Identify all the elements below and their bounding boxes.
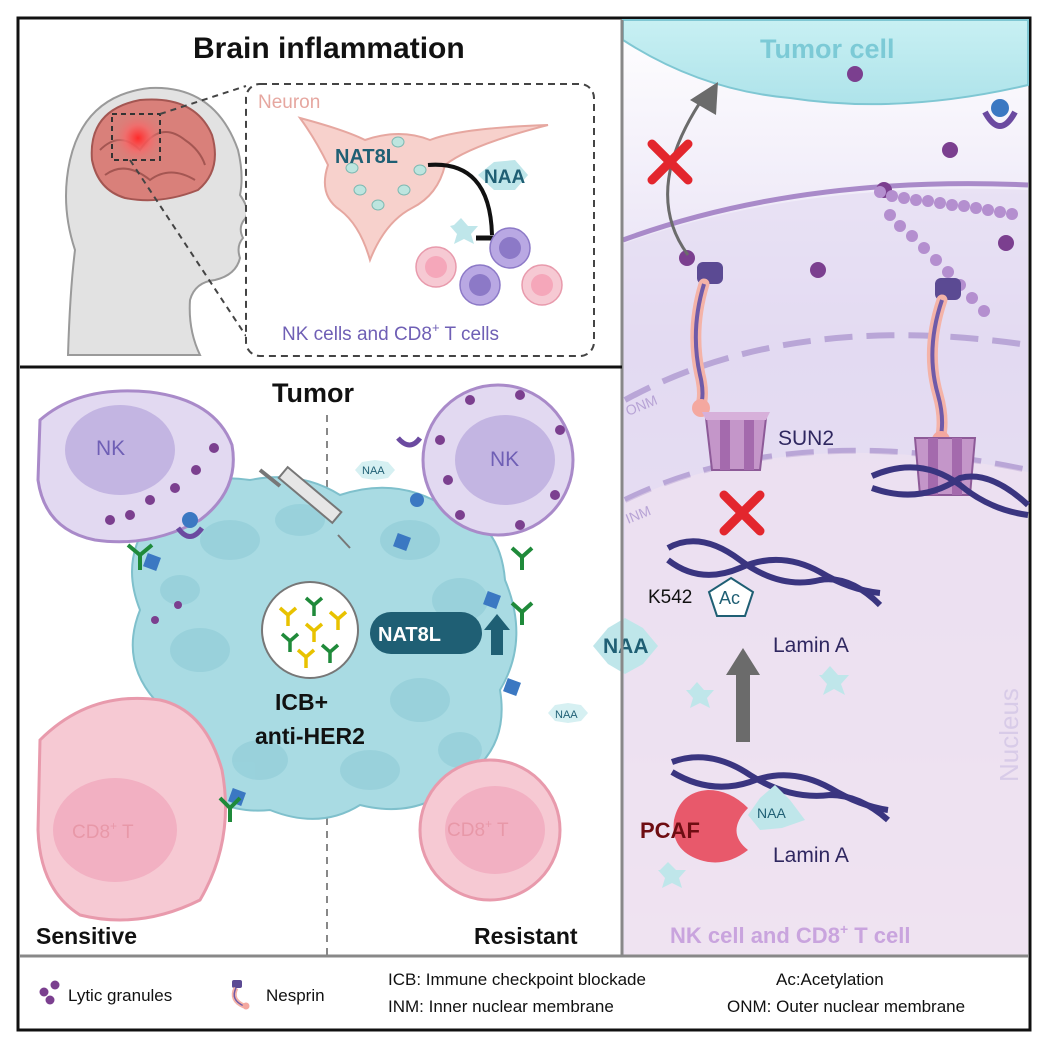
syringe-icon xyxy=(258,465,351,549)
legend: Lytic granules Nesprin ICB: Immune check… xyxy=(39,970,965,1016)
inhibition-arrow-icon xyxy=(427,162,494,236)
drug-bubble-icon xyxy=(261,581,359,679)
pcaf-label: PCAF xyxy=(640,818,700,843)
nk-right-label: NK xyxy=(490,448,519,471)
nesprin-left-icon xyxy=(690,262,723,417)
sun2-protein-icon xyxy=(702,412,770,471)
immune-receptors-icon xyxy=(143,436,521,806)
legend-icb: ICB: Immune checkpoint blockade xyxy=(388,970,646,989)
nat8l-up-arrow-icon xyxy=(484,614,510,655)
brain-title: Brain inflammation xyxy=(193,32,465,65)
nk-cd8-cell-label: NK cell and CD8+ T cell xyxy=(670,921,910,948)
k542-label: K542 xyxy=(648,587,692,608)
lamin-a-bottom-label: Lamin A xyxy=(773,844,849,867)
naa-small-label-2: NAA xyxy=(555,709,578,721)
legend-nesprin: Nesprin xyxy=(266,986,325,1005)
neuron-granules-icon xyxy=(345,136,427,211)
pcaf-enzyme-icon xyxy=(673,790,748,863)
lamin-a-helix-top-icon xyxy=(666,538,883,608)
naa-mechanism-label: NAA xyxy=(757,805,786,821)
tumor-panel: Tumor NK NK NAA NAA NAT8L NAA ICB+ anti-… xyxy=(20,368,658,955)
tumor-title: Tumor xyxy=(272,378,354,408)
mechanism-panel: Tumor cell ONM INM SUN2 K542 Ac Lamin A … xyxy=(622,19,1031,955)
inflammation-spot-icon xyxy=(112,112,164,164)
naa-small-star-2-icon xyxy=(548,703,588,723)
nesprin-legend-icon xyxy=(231,980,250,1010)
resistant-label: Resistant xyxy=(474,923,578,949)
legend-inm: INM: Inner nuclear membrane xyxy=(388,997,614,1016)
cd8-right-label: CD8+ T xyxy=(447,817,509,841)
brain-panel: Brain inflammation Neuron NAT8L NAA NK c… xyxy=(20,20,622,366)
legend-onm: ONM: Outer nuclear membrane xyxy=(727,997,965,1016)
naa-small-label-1: NAA xyxy=(362,465,385,477)
acetyl-pentagon-icon xyxy=(707,576,755,617)
cd8-left-label: CD8+ T xyxy=(72,819,134,843)
naa-stars-icon xyxy=(658,666,849,888)
sensitive-label: Sensitive xyxy=(36,923,137,949)
antibodies-icon xyxy=(126,543,534,822)
treatment-line1: ICB+ xyxy=(275,689,328,715)
cd8-t-cell-left-icon xyxy=(36,696,227,922)
nucleus-label: Nucleus xyxy=(994,688,1024,782)
tumor-cell-label: Tumor cell xyxy=(760,34,895,64)
lytic-granules-icon xyxy=(39,980,60,1005)
neuron-label: Neuron xyxy=(258,92,320,113)
nat8l-pill xyxy=(370,612,482,654)
legend-ac: Ac:Acetylation xyxy=(776,970,884,989)
lamin-a-top-label: Lamin A xyxy=(773,634,849,657)
sun2-blocked-x-icon xyxy=(719,490,765,536)
nk-cd8-label: NK cells and CD8+ T cells xyxy=(282,320,499,345)
naa-big-label: NAA xyxy=(603,635,649,658)
naa-star-neuron-icon xyxy=(450,218,478,244)
lamin-a-helix-bottom-icon xyxy=(670,754,890,823)
lamin-a-helix-right-icon xyxy=(870,464,1031,518)
acetylation-arrow-icon xyxy=(726,648,760,742)
nk-cell-right-icon xyxy=(421,383,575,537)
neuron-icon xyxy=(297,116,549,264)
blocked-arrow-head xyxy=(690,82,718,115)
treatment-line2: anti-HER2 xyxy=(255,723,365,749)
naa-small-star-1-icon xyxy=(355,460,395,480)
sun2-label: SUN2 xyxy=(778,427,834,450)
nk-left-label: NK xyxy=(96,437,125,460)
naa-brain-label: NAA xyxy=(484,167,525,188)
nat8l-tumor-label: NAT8L xyxy=(378,624,441,646)
blocked-secretion-x-icon xyxy=(647,139,693,185)
tumor-cells-texture xyxy=(160,504,488,790)
onm-membrane xyxy=(623,332,1029,403)
drug-antibodies-icon xyxy=(278,596,348,668)
ac-label: Ac xyxy=(719,588,740,608)
nat8l-brain-label: NAT8L xyxy=(335,146,398,168)
naa-big-star-icon xyxy=(593,618,658,674)
nk-cell-left-icon xyxy=(36,389,235,544)
legend-lytic: Lytic granules xyxy=(68,986,172,1005)
naa-star-label-icon xyxy=(478,160,528,190)
cd8-t-cell-right-icon xyxy=(418,758,562,902)
